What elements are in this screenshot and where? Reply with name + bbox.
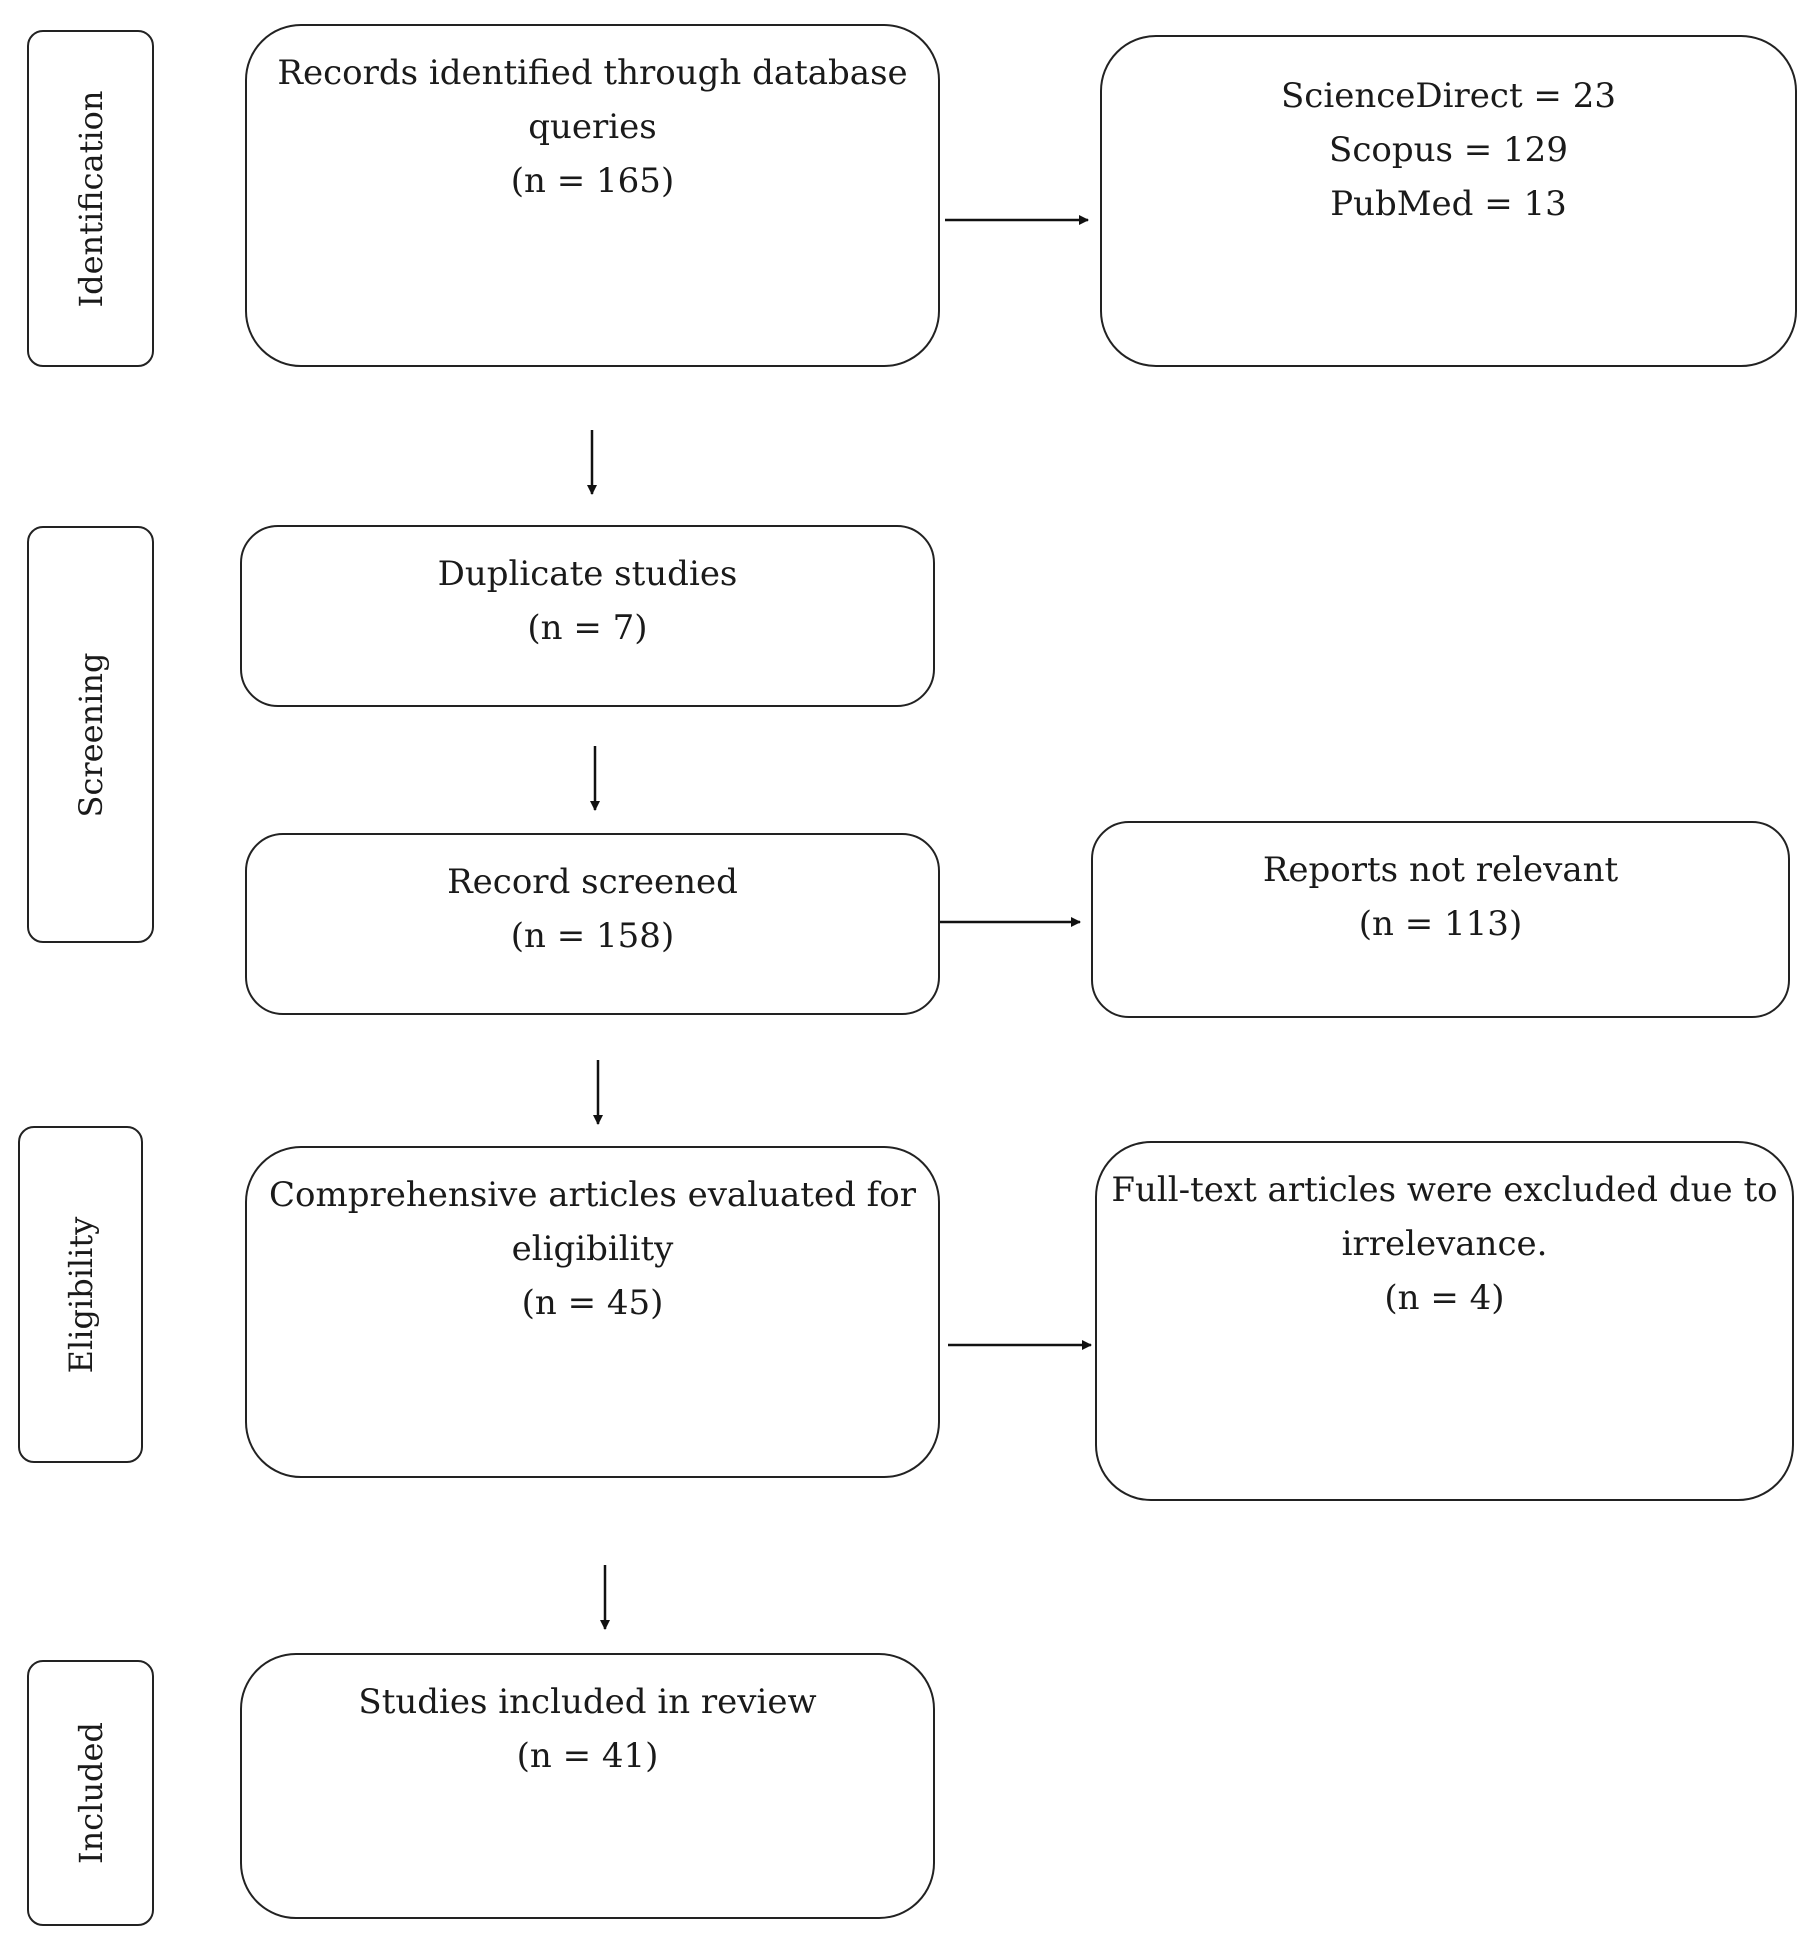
studies-included-box: Studies included in review (n = 41) <box>240 1653 935 1919</box>
stage-screening: Screening <box>27 526 154 943</box>
record-screened-box: Record screened (n = 158) <box>245 833 940 1015</box>
records-identified-line2: queries <box>528 107 657 147</box>
stage-identification: Identification <box>27 30 154 367</box>
excluded-count: (n = 4) <box>1384 1278 1505 1318</box>
reports-not-relevant-box: Reports not relevant (n = 113) <box>1091 821 1790 1018</box>
scopus-count: Scopus = 129 <box>1329 130 1568 170</box>
pubmed-count: PubMed = 13 <box>1330 184 1567 224</box>
records-identified-count: (n = 165) <box>510 161 675 201</box>
eligibility-line1: Comprehensive articles evaluated for <box>269 1175 916 1215</box>
sciencedirect-count: ScienceDirect = 23 <box>1281 76 1616 116</box>
eligibility-count: (n = 45) <box>521 1283 664 1323</box>
eligibility-box: Comprehensive articles evaluated for eli… <box>245 1146 940 1478</box>
studies-included-label: Studies included in review <box>358 1682 817 1722</box>
duplicate-studies-label: Duplicate studies <box>437 554 738 594</box>
duplicate-studies-box: Duplicate studies (n = 7) <box>240 525 935 707</box>
excluded-line2: irrelevance. <box>1341 1224 1548 1264</box>
excluded-line1: Full-text articles were excluded due to <box>1111 1170 1778 1210</box>
duplicate-studies-count: (n = 7) <box>527 608 648 648</box>
record-screened-count: (n = 158) <box>510 916 675 956</box>
records-identified-box: Records identified through database quer… <box>245 24 940 367</box>
stage-included: Included <box>27 1660 154 1926</box>
studies-included-count: (n = 41) <box>516 1736 659 1776</box>
reports-not-relevant-label: Reports not relevant <box>1262 850 1619 890</box>
eligibility-line2: eligibility <box>511 1229 674 1269</box>
database-sources-box: ScienceDirect = 23 Scopus = 129 PubMed =… <box>1100 35 1797 367</box>
excluded-articles-box: Full-text articles were excluded due to … <box>1095 1141 1794 1501</box>
reports-not-relevant-count: (n = 113) <box>1358 904 1523 944</box>
record-screened-label: Record screened <box>447 862 738 902</box>
stage-eligibility: Eligibility <box>18 1126 143 1463</box>
records-identified-line1: Records identified through database <box>277 53 908 93</box>
